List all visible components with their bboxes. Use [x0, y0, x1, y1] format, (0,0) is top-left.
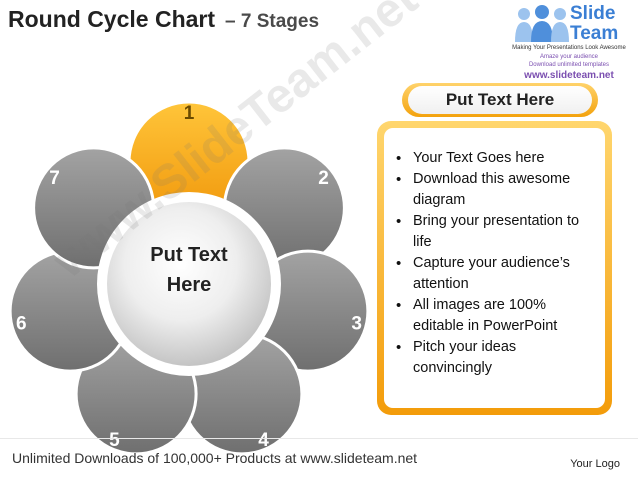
stage-label-5: 5	[109, 430, 120, 451]
stage-label-3: 3	[351, 313, 362, 334]
stage-label-7: 7	[49, 168, 60, 189]
bullet-item: Capture your audience’s attention	[396, 253, 597, 295]
title-subtitle: – 7 Stages	[225, 11, 320, 32]
logo-url[interactable]: www.slideteam.net	[524, 70, 614, 81]
logo-word-slide: Slide	[570, 3, 616, 24]
bullet-item: Pitch your ideas convincingly	[396, 337, 597, 379]
stage-label-2: 2	[318, 168, 329, 189]
center-text-line-1: Put Text	[150, 244, 228, 266]
stage-label-4: 4	[258, 430, 269, 451]
footer-downloads-text: Unlimited Downloads of 100,000+ Products…	[12, 450, 418, 466]
slideteam-logo[interactable]: Slide Team Making Your Presentations Loo…	[500, 2, 636, 82]
stage-labels: 1 2 3 4 5 6 7	[16, 103, 362, 451]
stage-label-1: 1	[184, 103, 195, 124]
bullet-list: Your Text Goes hereDownload this awesome…	[396, 148, 597, 379]
title-main: Round Cycle Chart	[8, 6, 216, 32]
bullet-item: Download this awesome diagram	[396, 169, 597, 211]
logo-tagline: Making Your Presentations Look Awesome	[512, 45, 626, 51]
bullet-item: Bring your presentation to life	[396, 211, 597, 253]
text-panel-inner: Your Text Goes hereDownload this awesome…	[384, 128, 605, 408]
logo-download-line: Download unlimited templates	[528, 62, 610, 68]
panel-heading-pill: Put Text Here	[402, 83, 598, 117]
logo-amaze-line: Amaze your audience	[539, 54, 599, 60]
page-title: Round Cycle Chart – 7 Stages	[8, 6, 319, 33]
people-logo-icon	[515, 5, 569, 42]
panel-heading: Put Text Here	[408, 86, 592, 114]
text-panel: Your Text Goes hereDownload this awesome…	[377, 121, 612, 415]
center-circle	[107, 202, 271, 366]
stage-label-6: 6	[16, 313, 27, 334]
bullet-item: All images are 100% editable in PowerPoi…	[396, 295, 597, 337]
bullet-item: Your Text Goes here	[396, 148, 597, 169]
round-cycle-diagram: 1 2 3 4 5 6 7	[8, 100, 370, 456]
logo-word-team: Team	[570, 23, 619, 44]
center-text-line-2: Here	[166, 274, 212, 296]
footer-divider	[0, 438, 638, 439]
center-text: Put Text Here	[129, 240, 249, 300]
footer-logo-text: Your Logo	[570, 458, 620, 470]
